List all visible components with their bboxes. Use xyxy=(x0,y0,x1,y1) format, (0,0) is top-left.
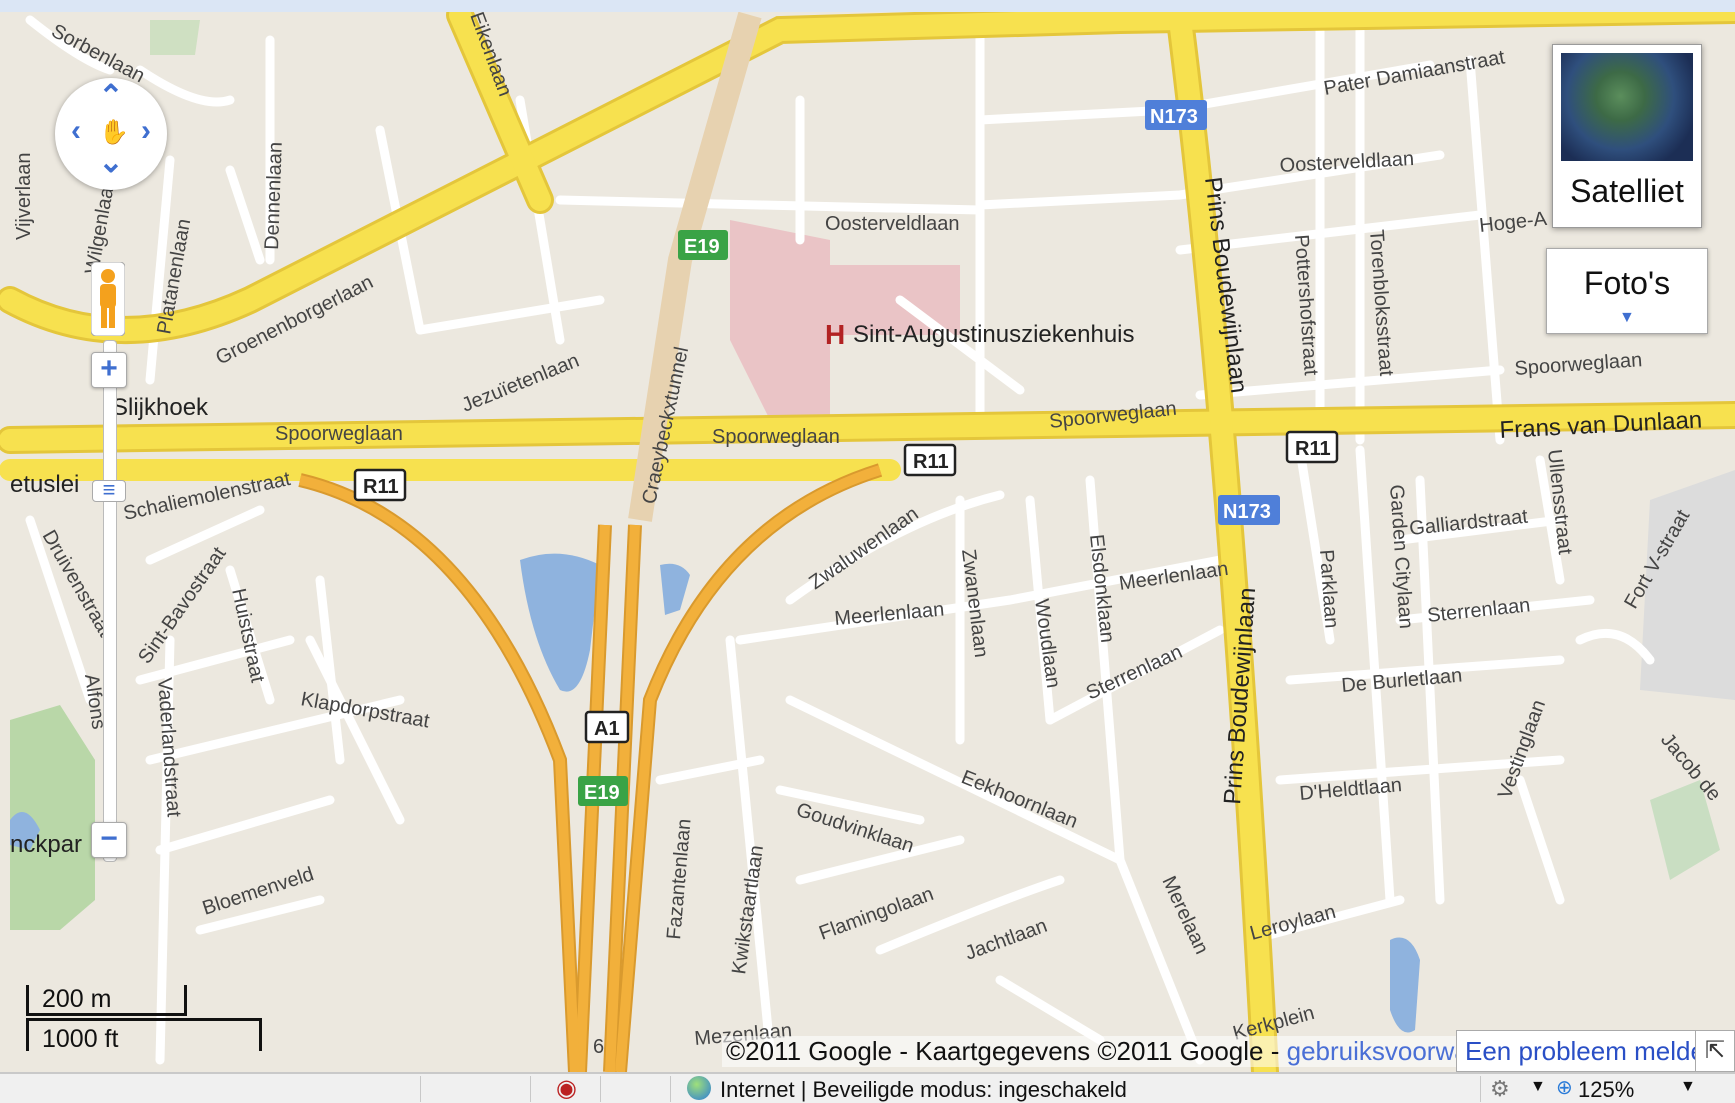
pan-down-arrow-icon[interactable]: ⌄ xyxy=(98,146,124,179)
water-area xyxy=(660,563,690,615)
pan-right-arrow-icon[interactable]: › xyxy=(141,114,151,147)
chevron-down-icon[interactable]: ▼ xyxy=(1619,309,1635,326)
scale-metric-bar xyxy=(26,985,187,1016)
water-area xyxy=(1390,937,1420,1033)
hospital-area xyxy=(730,220,960,420)
report-problem-link[interactable]: Een probleem melden xyxy=(1456,1030,1729,1072)
scale-imperial-bar xyxy=(26,1018,262,1051)
route-shield-n173: N173 xyxy=(1145,100,1207,130)
zoom-out-button[interactable]: − xyxy=(91,822,127,858)
svg-text:R11: R11 xyxy=(1295,438,1331,460)
zoom-slider-track[interactable] xyxy=(103,340,117,862)
street-label: Vijverlaan xyxy=(13,153,35,240)
pan-control[interactable]: ⌃ ‹ › ⌄ ✋ xyxy=(55,78,167,190)
water-area xyxy=(10,812,40,850)
zoom-in-button[interactable]: + xyxy=(91,352,127,388)
hospital-label[interactable]: Sint-Augustinusziekenhuis xyxy=(853,321,1135,348)
satellite-label: Satelliet xyxy=(1570,173,1684,209)
minor-streets xyxy=(25,10,1655,1065)
browser-top-strip xyxy=(0,0,1735,12)
map-canvas[interactable]: Sorbenlaan Groenenborgerlaan Vijverlaan … xyxy=(0,0,1735,1072)
svg-text:R11: R11 xyxy=(363,476,399,498)
route-shield-e19: E19 xyxy=(578,776,628,806)
place-label: Slijkhoek xyxy=(112,394,209,421)
chevron-down-icon[interactable]: ▼ xyxy=(1680,1078,1696,1095)
expand-icon[interactable]: ⇱ xyxy=(1695,1030,1735,1072)
privacy-eye-icon[interactable]: ◉ xyxy=(556,1075,577,1102)
street-label: Spoorweglaan xyxy=(275,423,403,445)
scale-bar: 200 m 1000 ft xyxy=(26,985,266,1055)
status-separator xyxy=(420,1076,421,1102)
pegman-icon[interactable] xyxy=(91,262,125,336)
route-shield-e19: E19 xyxy=(678,230,728,260)
photos-button[interactable]: Foto's ▼ xyxy=(1546,248,1708,334)
satellite-thumbnail xyxy=(1561,53,1693,161)
map-svg: Sorbenlaan Groenenborgerlaan Vijverlaan … xyxy=(0,0,1735,1072)
scale-imperial-label: 1000 ft xyxy=(42,1025,119,1053)
status-separator xyxy=(670,1076,671,1102)
svg-text:A1: A1 xyxy=(594,718,620,740)
street-label: Dennenlaan xyxy=(261,142,287,251)
protected-mode-icon[interactable]: ⚙ xyxy=(1490,1076,1510,1101)
hand-icon[interactable]: ✋ xyxy=(99,119,129,146)
water-area xyxy=(520,553,600,692)
internet-zone-globe-icon xyxy=(687,1076,711,1100)
satellite-button[interactable]: Satelliet xyxy=(1552,44,1702,228)
copyright-text: ©2011 Google - Kaartgegevens ©2011 Googl… xyxy=(722,1036,1540,1067)
highways xyxy=(0,0,1735,1072)
zoom-globe-icon[interactable]: ⊕ xyxy=(1556,1077,1573,1099)
street-label: Spoorweglaan xyxy=(712,426,840,448)
svg-text:R11: R11 xyxy=(913,451,949,473)
security-zone-text: Internet | Beveiligde modus: ingeschakel… xyxy=(720,1077,1127,1102)
zoom-slider-thumb[interactable]: ≡ xyxy=(92,479,126,502)
status-separator xyxy=(530,1076,531,1102)
street-label: Oosterveldlaan xyxy=(825,213,960,235)
pan-left-arrow-icon[interactable]: ‹ xyxy=(71,114,81,147)
street-label: 6 xyxy=(593,1036,604,1058)
scale-metric-label: 200 m xyxy=(42,985,112,1013)
street-label: etuslei xyxy=(10,471,79,498)
pan-up-arrow-icon[interactable]: ⌃ xyxy=(98,80,124,113)
status-separator xyxy=(600,1076,601,1102)
hospital-marker-icon[interactable]: H xyxy=(825,319,845,350)
park-area xyxy=(150,20,200,55)
tunnel-path xyxy=(628,11,762,522)
svg-text:N173: N173 xyxy=(1150,106,1198,128)
chevron-down-icon[interactable]: ▼ xyxy=(1530,1078,1546,1095)
built-area xyxy=(1640,470,1735,700)
street-label: Parklaan xyxy=(1315,549,1342,629)
park-area xyxy=(1650,780,1720,880)
route-shield-a1: A1 xyxy=(584,710,630,744)
route-shield-r11: R11 xyxy=(903,443,957,477)
browser-status-bar: ◉ Internet | Beveiligde modus: ingeschak… xyxy=(0,1072,1735,1103)
zoom-level[interactable]: 125% xyxy=(1578,1077,1635,1102)
park-area xyxy=(10,705,95,930)
copyright-label: ©2011 Google - Kaartgegevens ©2011 Googl… xyxy=(726,1036,1287,1066)
svg-text:E19: E19 xyxy=(584,782,620,804)
status-separator xyxy=(1480,1076,1481,1102)
svg-text:N173: N173 xyxy=(1223,501,1271,523)
route-shield-r11: R11 xyxy=(1285,430,1339,464)
photos-label: Foto's xyxy=(1583,265,1671,301)
svg-text:E19: E19 xyxy=(684,236,720,258)
street-label: nckpar xyxy=(10,831,82,858)
route-shield-n173: N173 xyxy=(1218,495,1280,525)
route-shield-r11: R11 xyxy=(353,468,407,502)
